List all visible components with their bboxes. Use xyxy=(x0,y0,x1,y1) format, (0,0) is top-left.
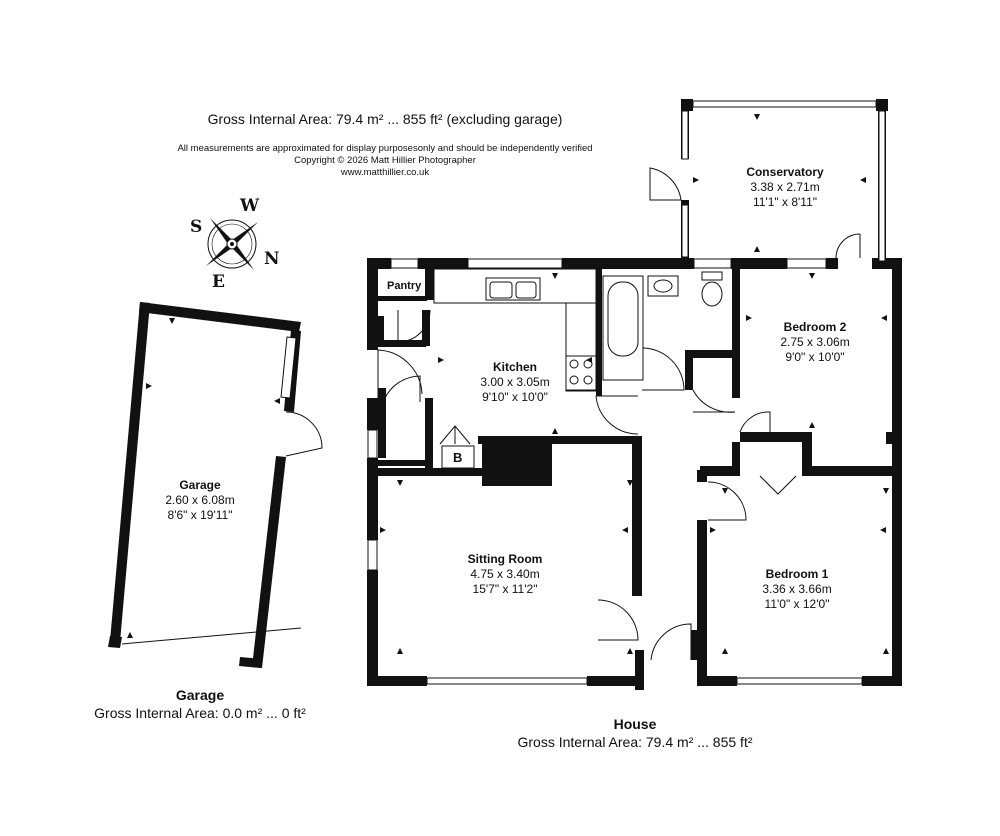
dimension-arrow-icon xyxy=(552,273,558,279)
dimension-arrow-icon xyxy=(127,632,133,638)
room-sitting-room: Sitting Room 4.75 x 3.40m 15'7" x 11'2" xyxy=(430,552,580,597)
dimension-arrow-icon xyxy=(883,648,889,654)
gross-area-header: Gross Internal Area: 79.4 m² ... 855 ft²… xyxy=(207,111,563,127)
dimension-arrow-icon xyxy=(693,177,699,183)
footer-area: Gross Internal Area: 79.4 m² ... 855 ft² xyxy=(517,734,753,750)
dimension-arrow-icon xyxy=(746,315,752,321)
dimension-arrow-icon xyxy=(754,246,760,252)
house-walls xyxy=(367,99,902,690)
room-name: Bedroom 1 xyxy=(765,567,829,581)
dimension-arrow-icon xyxy=(710,527,716,533)
dimension-arrow-icon xyxy=(146,383,152,389)
compass-east: E xyxy=(212,272,225,292)
room-imperial: 9'10" x 10'0" xyxy=(482,390,548,404)
room-imperial: 8'6" x 19'11" xyxy=(167,508,233,522)
dimension-arrow-icon xyxy=(274,398,280,404)
compass-north: N xyxy=(264,249,280,269)
room-metric: 2.60 x 6.08m xyxy=(165,493,235,507)
doors xyxy=(121,167,861,661)
compass-west: W xyxy=(240,196,260,216)
dimension-arrow-icon xyxy=(586,357,592,363)
dimension-arrow-icon xyxy=(754,114,760,120)
room-bedroom-2: Bedroom 2 2.75 x 3.06m 9'0" x 10'0" xyxy=(740,320,890,365)
house-footer: House Gross Internal Area: 79.4 m² ... 8… xyxy=(480,715,790,751)
room-garage: Garage 2.60 x 6.08m 8'6" x 19'11" xyxy=(130,478,270,523)
footer-title: House xyxy=(613,716,657,732)
room-metric: 3.38 x 2.71m xyxy=(750,180,820,194)
dimension-arrow-icon xyxy=(722,488,728,494)
dimension-arrow-icon xyxy=(722,648,728,654)
dimension-arrow-icon xyxy=(380,527,386,533)
room-metric: 3.36 x 3.66m xyxy=(762,582,832,596)
room-bedroom-1: Bedroom 1 3.36 x 3.66m 11'0" x 12'0" xyxy=(722,567,872,612)
boiler-label: B xyxy=(453,450,463,465)
dimension-arrow-icon xyxy=(809,273,815,279)
compass-south: S xyxy=(190,217,203,237)
windows xyxy=(280,100,886,685)
dimension-arrow-icon xyxy=(438,357,444,363)
room-imperial: 11'0" x 12'0" xyxy=(764,597,830,611)
room-name: Sitting Room xyxy=(467,552,543,566)
room-metric: 3.00 x 3.05m xyxy=(480,375,550,389)
dimension-arrow-icon xyxy=(809,422,815,428)
dimension-ticks xyxy=(127,114,889,654)
room-metric: 2.75 x 3.06m xyxy=(780,335,850,349)
room-name: Conservatory xyxy=(746,165,824,179)
room-name: Garage xyxy=(179,478,221,492)
room-imperial: 15'7" x 11'2" xyxy=(472,582,538,596)
room-imperial: 9'0" x 10'0" xyxy=(785,350,845,364)
room-name: Kitchen xyxy=(492,360,537,374)
dimension-arrow-icon xyxy=(397,648,403,654)
dimension-arrow-icon xyxy=(883,488,889,494)
dimension-arrow-icon xyxy=(622,527,628,533)
disclaimer-text: All measurements are approximated for di… xyxy=(177,143,593,154)
copyright-text: Copyright © 2026 Matt Hillier Photograph… xyxy=(294,155,476,166)
room-kitchen: Kitchen 3.00 x 3.05m 9'10" x 10'0" xyxy=(440,360,590,405)
garage-footer: Garage Gross Internal Area: 0.0 m² ... 0… xyxy=(60,686,340,722)
room-name: Bedroom 2 xyxy=(783,320,847,334)
dimension-arrow-icon xyxy=(397,480,403,486)
room-conservatory: Conservatory 3.38 x 2.71m 11'1" x 8'11" xyxy=(700,165,870,210)
compass-rose-icon xyxy=(206,218,258,270)
dimension-arrow-icon xyxy=(860,177,866,183)
footer-title: Garage xyxy=(175,687,225,703)
dimension-arrow-icon xyxy=(627,648,633,654)
dimension-arrow-icon xyxy=(169,318,175,324)
room-metric: 4.75 x 3.40m xyxy=(470,567,540,581)
footer-area: Gross Internal Area: 0.0 m² ... 0 ft² xyxy=(94,705,306,721)
fixtures xyxy=(433,268,723,469)
dimension-arrow-icon xyxy=(627,480,633,486)
dimension-arrow-icon xyxy=(552,428,558,434)
dimension-arrow-icon xyxy=(881,315,887,321)
dimension-arrow-icon xyxy=(880,527,886,533)
room-imperial: 11'1" x 8'11" xyxy=(752,195,818,209)
website-link[interactable]: www.matthillier.co.uk xyxy=(340,167,430,178)
room-pantry: Pantry xyxy=(387,280,422,292)
